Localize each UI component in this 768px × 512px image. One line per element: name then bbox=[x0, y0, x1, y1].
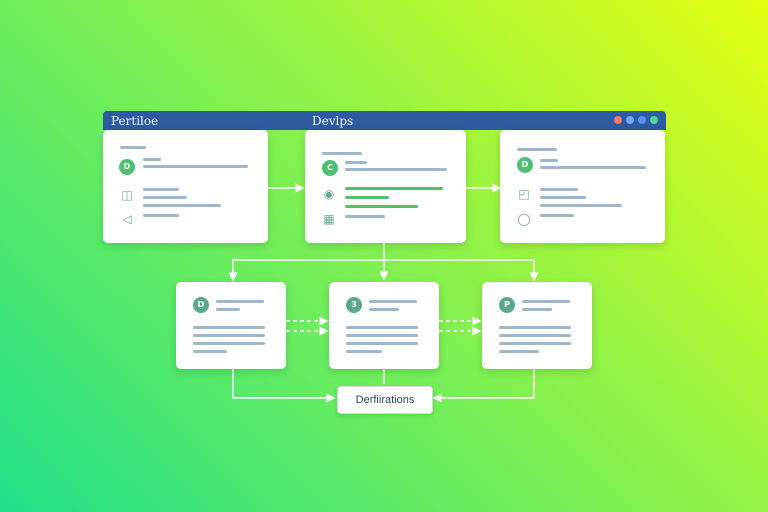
mid-card-1[interactable]: D bbox=[176, 282, 286, 369]
badge-d-icon: D bbox=[193, 297, 209, 313]
window-dot-3[interactable] bbox=[638, 116, 646, 124]
definitions-box[interactable]: Derfiirations bbox=[337, 386, 433, 414]
left-to-definitions bbox=[232, 369, 336, 403]
window-dot-2[interactable] bbox=[626, 116, 634, 124]
branch-horizontal bbox=[232, 259, 535, 279]
badge-c-icon: C bbox=[322, 160, 338, 176]
window-title-left: Pertiloe bbox=[111, 114, 159, 128]
right-to-definitions bbox=[432, 369, 535, 403]
window-title-bar: Pertiloe Devlps bbox=[103, 111, 666, 130]
top-card-1[interactable]: D ◫ ◁ bbox=[103, 130, 268, 243]
window-dot-4[interactable] bbox=[650, 116, 658, 124]
badge-d-icon: D bbox=[119, 159, 135, 175]
search-icon: ◯ bbox=[517, 212, 531, 226]
badge-3-icon: 3 bbox=[346, 297, 362, 313]
briefcase-icon: ◫ bbox=[121, 188, 133, 202]
send-icon: ◁ bbox=[122, 212, 132, 226]
window-controls[interactable] bbox=[614, 116, 658, 124]
window-dot-1[interactable] bbox=[614, 116, 622, 124]
building-icon: ▦ bbox=[323, 212, 335, 226]
pin-icon: ◉ bbox=[323, 187, 335, 201]
badge-p-icon: P bbox=[499, 297, 515, 313]
top-card-2[interactable]: C ◉ ▦ bbox=[305, 130, 466, 243]
window-title-center: Devlps bbox=[312, 114, 354, 128]
mid-card-3[interactable]: P bbox=[482, 282, 592, 369]
mid-card-2[interactable]: 3 bbox=[329, 282, 439, 369]
basket-icon: ◰ bbox=[518, 187, 530, 201]
badge-d-icon: D bbox=[517, 157, 533, 173]
top-card-3[interactable]: D ◰ ◯ bbox=[500, 130, 665, 243]
